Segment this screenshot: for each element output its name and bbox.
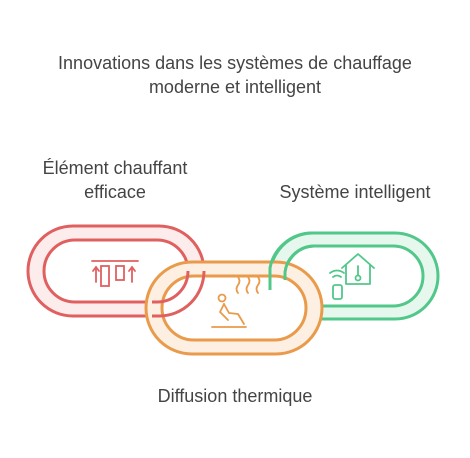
diagram-title-line-2: moderne et intelligent <box>148 77 322 97</box>
label-element-chauffant-line-1: Élément chauffant <box>42 158 188 178</box>
label-element-chauffant-line-2: efficace <box>84 182 146 202</box>
diagram-title-line-1: Innovations dans les systèmes de chauffa… <box>58 53 412 73</box>
chain-link-element-chauffant-overlap <box>152 270 206 318</box>
chain-link-diffusion-thermique <box>144 260 324 356</box>
label-systeme-intelligent: Système intelligent <box>279 182 431 202</box>
label-diffusion-thermique: Diffusion thermique <box>157 386 313 406</box>
chain-link-systeme-intelligent-overlap <box>268 231 316 290</box>
smart-home-thermostat-icon <box>329 253 375 300</box>
heating-element-icon <box>91 260 139 287</box>
person-heat-waves-icon <box>211 276 261 328</box>
